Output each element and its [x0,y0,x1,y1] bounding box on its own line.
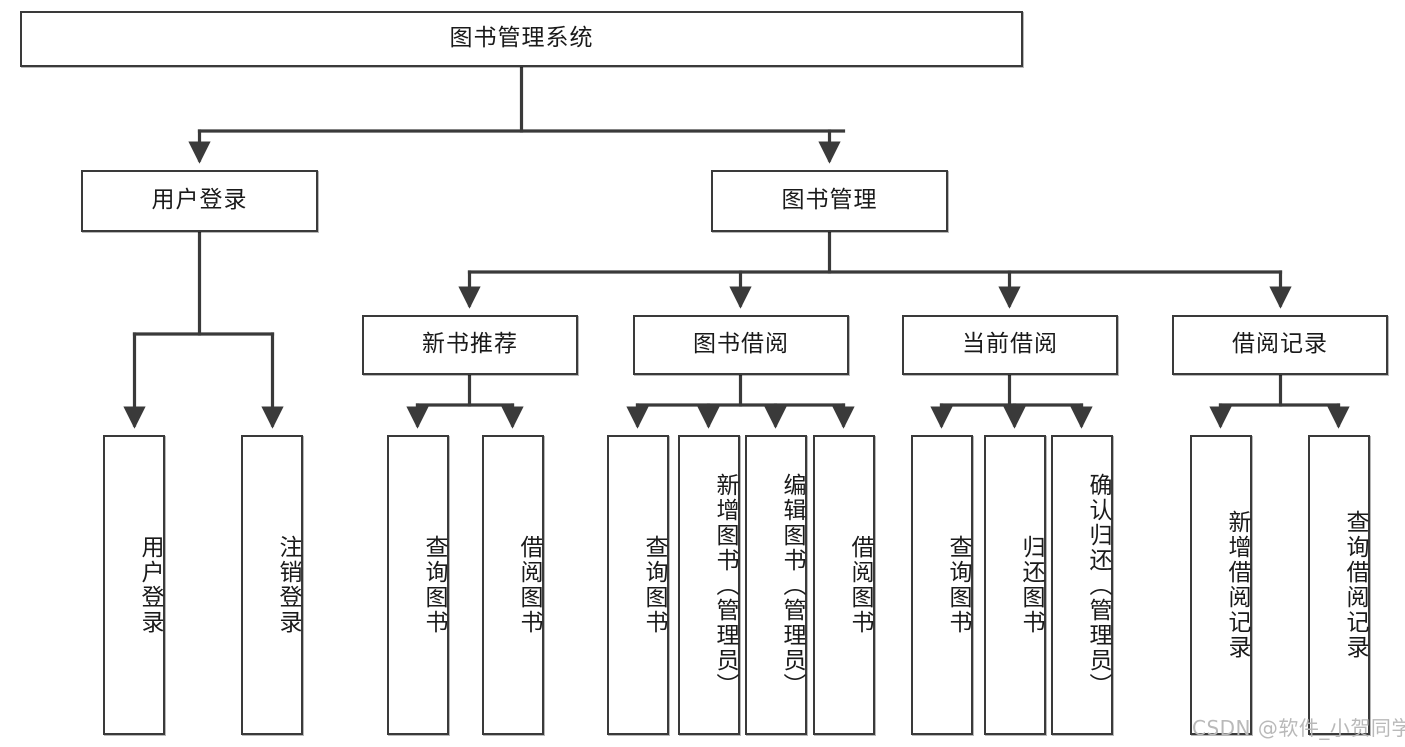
leaf-query-book-borrowing[interactable]: 查询图书 [607,435,669,735]
node-book-management[interactable]: 图书管理 [711,170,948,232]
node-user-login[interactable]: 用户登录 [81,170,318,232]
leaf-confirm-return-admin-label: 确认归还（管理员） [1085,472,1111,698]
leaf-query-book-borrowing-label: 查询图书 [641,535,667,635]
leaf-borrow-book-borrowing[interactable]: 借阅图书 [813,435,875,735]
leaf-edit-book-admin[interactable]: 编辑图书（管理员） [745,435,807,735]
leaf-borrow-book-newbook-label: 借阅图书 [516,535,542,635]
leaf-add-borrow-record[interactable]: 新增借阅记录 [1190,435,1252,735]
leaf-query-book-newbook-label: 查询图书 [421,535,447,635]
leaf-add-book-admin[interactable]: 新增图书（管理员） [678,435,740,735]
leaf-return-book-label: 归还图书 [1018,535,1044,635]
node-user-login-label: 用户登录 [151,187,248,214]
leaf-logout-label: 注销登录 [275,535,301,635]
leaf-query-borrow-record[interactable]: 查询借阅记录 [1308,435,1370,735]
leaf-user-login[interactable]: 用户登录 [103,435,165,735]
csdn-watermark: CSDN @软件_小贺同学 [1192,716,1405,740]
node-current-borrowing-label: 当前借阅 [962,331,1058,358]
leaf-add-book-admin-label: 新增图书（管理员） [712,472,738,698]
node-new-book-recommendation-label: 新书推荐 [422,331,518,358]
leaf-borrow-book-newbook[interactable]: 借阅图书 [482,435,544,735]
leaf-add-borrow-record-label: 新增借阅记录 [1224,510,1250,660]
leaf-user-login-label: 用户登录 [137,535,163,635]
leaf-query-book-current[interactable]: 查询图书 [911,435,973,735]
leaf-borrow-book-borrowing-label: 借阅图书 [847,535,873,635]
node-book-borrowing[interactable]: 图书借阅 [633,315,849,375]
node-new-book-recommendation[interactable]: 新书推荐 [362,315,578,375]
leaf-confirm-return-admin[interactable]: 确认归还（管理员） [1051,435,1113,735]
leaf-return-book[interactable]: 归还图书 [984,435,1046,735]
node-root-system[interactable]: 图书管理系统 [20,11,1023,67]
node-borrowing-records-label: 借阅记录 [1232,331,1328,358]
leaf-logout[interactable]: 注销登录 [241,435,303,735]
node-book-management-label: 图书管理 [781,187,878,214]
node-book-borrowing-label: 图书借阅 [693,331,789,358]
leaf-query-book-newbook[interactable]: 查询图书 [387,435,449,735]
node-borrowing-records[interactable]: 借阅记录 [1172,315,1388,375]
node-current-borrowing[interactable]: 当前借阅 [902,315,1118,375]
leaf-query-borrow-record-label: 查询借阅记录 [1342,510,1368,660]
leaf-edit-book-admin-label: 编辑图书（管理员） [779,472,805,698]
leaf-query-book-current-label: 查询图书 [945,535,971,635]
node-root-system-label: 图书管理系统 [449,25,594,52]
